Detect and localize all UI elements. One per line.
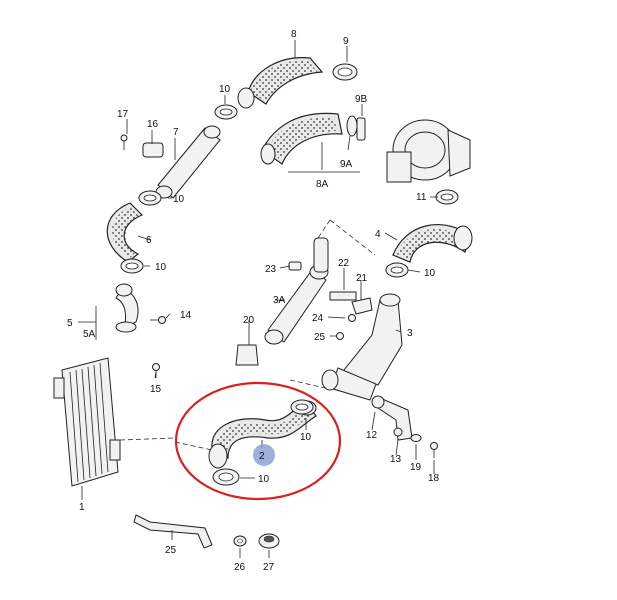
- callout-27: 27: [263, 562, 275, 573]
- hose-8a[interactable]: [260, 112, 343, 165]
- fastener-13[interactable]: [393, 427, 403, 437]
- callout-10-right: 10: [300, 432, 312, 443]
- hose-3a[interactable]: [264, 237, 329, 345]
- callout-22: 22: [338, 258, 350, 269]
- pipe-7[interactable]: [155, 125, 221, 199]
- bracket-20[interactable]: [235, 344, 259, 366]
- clamp-10-b[interactable]: [138, 190, 162, 206]
- clamp-11[interactable]: [435, 189, 459, 205]
- callout-6: 6: [146, 235, 152, 246]
- clamp-9[interactable]: [332, 63, 358, 81]
- callout-10-hose4: 10: [424, 268, 436, 279]
- bracket-25-bottom[interactable]: [133, 514, 213, 549]
- callout-8a: 8A: [316, 179, 329, 190]
- callout-5a: 5A: [83, 329, 96, 340]
- callout-1: 1: [79, 502, 85, 513]
- callout-8: 8: [291, 29, 297, 40]
- callout-10-pipe7: 10: [173, 194, 185, 205]
- callout-5: 5: [67, 318, 73, 329]
- callout-18: 18: [428, 473, 440, 484]
- bracket-12[interactable]: [371, 395, 413, 441]
- clamp-10-d[interactable]: [385, 262, 409, 278]
- callout-2: 2: [259, 451, 265, 462]
- gasket-5a[interactable]: [115, 321, 137, 333]
- callout-13: 13: [390, 454, 402, 465]
- callout-10-hose6: 10: [155, 262, 167, 273]
- callout-15: 15: [150, 384, 162, 395]
- callout-23: 23: [265, 264, 277, 275]
- callout-16: 16: [147, 119, 159, 130]
- bolt-18[interactable]: [430, 442, 438, 459]
- o-ring-9a[interactable]: [346, 115, 358, 137]
- callout-10-top: 10: [219, 84, 231, 95]
- callout-24: 24: [312, 313, 324, 324]
- sensor-16[interactable]: [142, 142, 164, 158]
- callout-4: 4: [375, 229, 381, 240]
- hose-8[interactable]: [237, 57, 324, 109]
- callout-12: 12: [366, 430, 378, 441]
- callout-3: 3: [407, 328, 413, 339]
- callout-25-bottom: 25: [165, 545, 177, 556]
- hose-6[interactable]: [106, 202, 144, 263]
- leader-lines: [78, 40, 438, 558]
- hose-4[interactable]: [392, 224, 473, 263]
- callout-3a: 3A: [273, 295, 286, 306]
- assembly-line-left: [119, 437, 176, 441]
- clamp-10-c[interactable]: [120, 258, 144, 274]
- grommet-27[interactable]: [258, 533, 280, 549]
- callout-25-mid: 25: [314, 332, 326, 343]
- callout-9b: 9B: [355, 94, 368, 105]
- callout-9: 9: [343, 36, 349, 47]
- washer-19[interactable]: [410, 434, 422, 442]
- callout-20: 20: [243, 315, 255, 326]
- highlight-badge: [253, 444, 275, 466]
- bolt-25-a[interactable]: [336, 332, 344, 340]
- bolt-17[interactable]: [120, 134, 128, 150]
- bolt-14[interactable]: [150, 316, 166, 324]
- bolt-15[interactable]: [152, 363, 160, 379]
- callout-10-bottom: 10: [258, 474, 270, 485]
- callout-17: 17: [117, 109, 129, 120]
- pipe-5[interactable]: [115, 283, 139, 329]
- callout-14: 14: [180, 310, 192, 321]
- callout-21: 21: [356, 273, 368, 284]
- callout-11: 11: [416, 192, 427, 203]
- clamp-10-f[interactable]: [212, 468, 240, 486]
- clamp-10-e[interactable]: [290, 399, 314, 415]
- clamp-10-a[interactable]: [214, 104, 238, 120]
- highlight-ring: [174, 381, 342, 501]
- assembly-line-mid: [174, 379, 326, 451]
- seal-9b[interactable]: [356, 117, 366, 141]
- turbocharger[interactable]: [386, 119, 471, 183]
- assembly-line-upper: [317, 219, 376, 256]
- callout-9a: 9A: [340, 159, 353, 170]
- nut-26[interactable]: [233, 535, 247, 547]
- callout-19: 19: [410, 462, 422, 473]
- bracket-21[interactable]: [351, 297, 373, 315]
- sensor-23[interactable]: [288, 261, 302, 271]
- intercooler-1[interactable]: [53, 357, 121, 487]
- bolt-24[interactable]: [348, 314, 356, 322]
- callout-26: 26: [234, 562, 246, 573]
- bracket-22[interactable]: [329, 291, 357, 301]
- callout-7: 7: [173, 127, 179, 138]
- pipe-3[interactable]: [321, 293, 403, 401]
